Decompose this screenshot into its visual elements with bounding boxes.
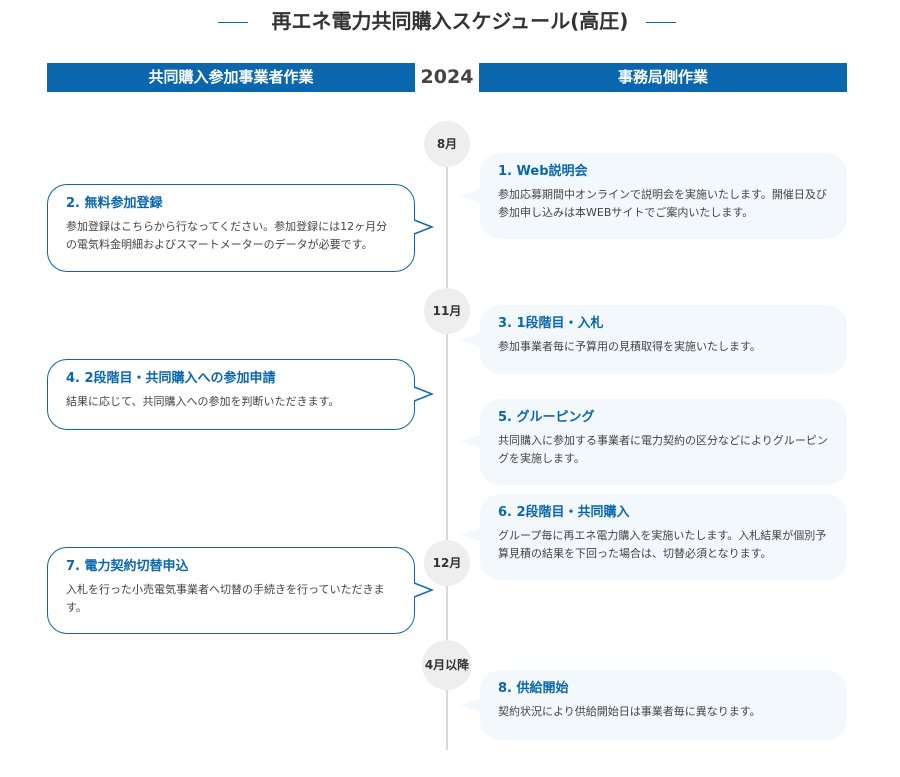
arrow-right-icon bbox=[414, 582, 434, 598]
task-title: 2. 無料参加登録 bbox=[66, 196, 163, 211]
task-title: 6. 2段階目・共同購入 bbox=[498, 505, 630, 520]
task-description: 参加応募期間中オンラインで説明会を実施いたします。開催日及び参加申し込みは本WE… bbox=[498, 188, 827, 219]
title-decoration-right bbox=[646, 22, 676, 23]
task-card-contract-switch: 7. 電力契約切替申込 入札を行った小売電気事業者へ切替の手続きを行っていただき… bbox=[47, 547, 415, 634]
task-card-first-bidding: 3. 1段階目・入札 参加事業者毎に予算用の見積取得を実施いたします。 bbox=[480, 305, 847, 374]
title-decoration-left bbox=[218, 22, 248, 23]
task-title: 8. 供給開始 bbox=[498, 681, 569, 696]
secretariat-column-header: 事務局側作業 bbox=[479, 63, 847, 92]
pointer-left-icon bbox=[460, 434, 482, 448]
task-card-second-joint-purchase: 6. 2段階目・共同購入 グループ毎に再エネ電力購入を実施いたします。入札結果が… bbox=[480, 494, 847, 580]
month-marker-dec: 12月 bbox=[424, 540, 470, 586]
task-title: 5. グルーピング bbox=[498, 410, 595, 425]
task-description: 入札を行った小売電気事業者へ切替の手続きを行っていただきます。 bbox=[66, 583, 385, 614]
year-label: 2024 bbox=[420, 66, 474, 88]
task-description: グループ毎に再エネ電力購入を実施いたします。入札結果が個別予算見積の結果を下回っ… bbox=[498, 529, 827, 560]
pointer-left-icon bbox=[460, 189, 482, 203]
timeline-axis bbox=[446, 130, 448, 750]
pointer-left-icon bbox=[460, 333, 482, 347]
month-marker-apr-later: 4月以降 bbox=[422, 640, 472, 690]
month-marker-aug: 8月 bbox=[424, 121, 470, 167]
arrow-right-icon bbox=[414, 219, 434, 235]
task-title: 7. 電力契約切替申込 bbox=[66, 559, 189, 574]
task-card-supply-start: 8. 供給開始 契約状況により供給開始日は事業者毎に異なります。 bbox=[480, 670, 847, 740]
title-area: 再エネ電力共同購入スケジュール(高圧) bbox=[0, 6, 900, 36]
task-description: 共同購入に参加する事業者に電力契約の区分などによりグルーピングを実施します。 bbox=[498, 434, 828, 465]
task-card-free-registration: 2. 無料参加登録 参加登録はこちらから行なってください。参加登録には12ヶ月分… bbox=[47, 184, 415, 272]
task-description: 参加事業者毎に予算用の見積取得を実施いたします。 bbox=[498, 340, 761, 353]
task-card-web-briefing: 1. Web説明会 参加応募期間中オンラインで説明会を実施いたします。開催日及び… bbox=[480, 153, 847, 239]
task-title: 3. 1段階目・入札 bbox=[498, 316, 604, 331]
arrow-right-icon bbox=[414, 386, 434, 402]
task-title: 4. 2段階目・共同購入への参加申請 bbox=[66, 371, 276, 386]
task-card-participation-application: 4. 2段階目・共同購入への参加申請 結果に応じて、共同購入への参加を判断いただ… bbox=[47, 359, 415, 430]
task-description: 参加登録はこちらから行なってください。参加登録には12ヶ月分の電気料金明細および… bbox=[66, 220, 388, 251]
pointer-left-icon bbox=[460, 698, 482, 712]
month-marker-nov: 11月 bbox=[424, 288, 470, 334]
task-description: 結果に応じて、共同購入への参加を判断いただきます。 bbox=[66, 395, 340, 408]
task-title: 1. Web説明会 bbox=[498, 164, 588, 179]
task-description: 契約状況により供給開始日は事業者毎に異なります。 bbox=[498, 705, 761, 718]
task-card-grouping: 5. グルーピング 共同購入に参加する事業者に電力契約の区分などによりグルーピン… bbox=[480, 399, 847, 485]
participant-column-header: 共同購入参加事業者作業 bbox=[47, 63, 415, 92]
page-title: 再エネ電力共同購入スケジュール(高圧) bbox=[271, 9, 629, 33]
pointer-left-icon bbox=[460, 528, 482, 542]
